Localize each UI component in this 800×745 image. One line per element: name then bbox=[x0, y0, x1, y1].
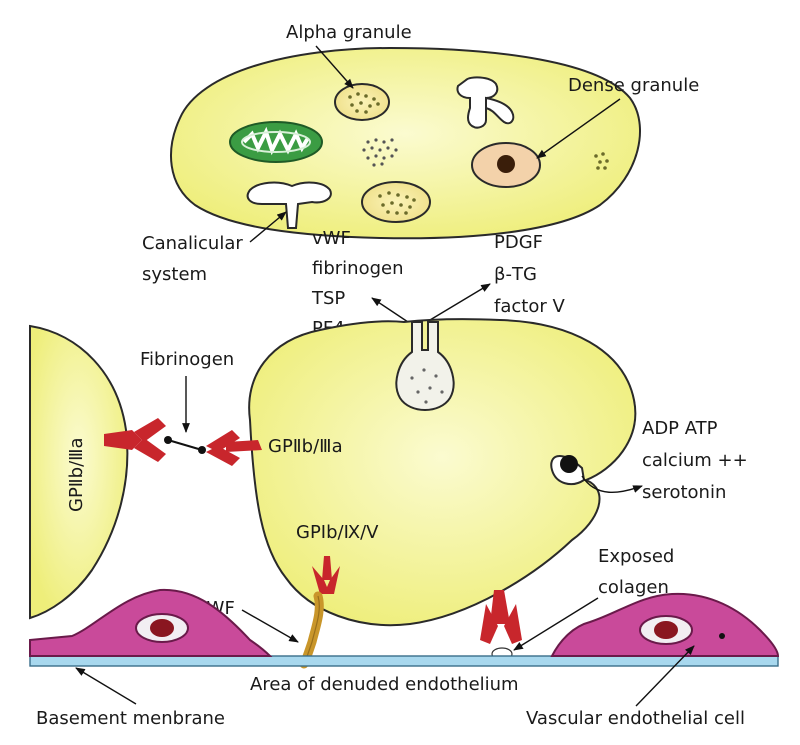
collagen-receptor bbox=[480, 590, 522, 644]
activated-platelet bbox=[248, 318, 637, 627]
vesicle-contents bbox=[410, 368, 444, 404]
arrow-exposed-collagen bbox=[513, 597, 599, 651]
gp2b3a-receptor-left bbox=[104, 418, 166, 462]
label-exposed-line1: Exposed bbox=[598, 546, 674, 567]
alpha-content-item: TSP bbox=[311, 288, 345, 309]
dense-content-item: factor V bbox=[494, 296, 565, 317]
dense-content-item: β-TG bbox=[494, 264, 537, 285]
arrow-endothelial bbox=[635, 645, 695, 707]
dense-core bbox=[560, 455, 578, 473]
canalicular-channel-upper bbox=[456, 76, 499, 129]
label-gp2b3a-right: GPⅡb/Ⅲa bbox=[268, 436, 343, 457]
label-alpha-granule: Alpha granule bbox=[286, 22, 412, 43]
alpha-granule-lower bbox=[361, 181, 431, 223]
adjacent-platelet: GPⅡb/Ⅲa bbox=[29, 324, 129, 620]
canalicular-channel-lower bbox=[246, 181, 332, 229]
label-dense-granule: Dense granule bbox=[568, 75, 699, 96]
glycogen-cluster bbox=[362, 138, 398, 167]
alpha-content-item: fibrinogen bbox=[312, 258, 404, 279]
label-canalicular-line2: system bbox=[142, 264, 207, 285]
resting-platelet: Alpha granule Dense granule Canalicular … bbox=[142, 22, 699, 285]
release-item: ADP ATP bbox=[642, 418, 718, 439]
alpha-content-item: vWF bbox=[312, 228, 351, 249]
mitochondrion bbox=[229, 121, 323, 163]
label-endothelial: Vascular endothelial cell bbox=[526, 708, 745, 729]
release-item: calcium ++ bbox=[642, 450, 748, 471]
arrow-vwf bbox=[241, 609, 299, 643]
dense-granule bbox=[471, 142, 541, 188]
basement-membrane bbox=[29, 655, 779, 667]
alpha-granule bbox=[334, 83, 390, 121]
arrow-alpha-granule bbox=[315, 45, 354, 89]
label-denuded: Area of denuded endothelium bbox=[250, 674, 519, 695]
arrow-canalicular bbox=[249, 211, 287, 243]
secretion-vesicle bbox=[395, 321, 455, 411]
endothelial-nucleolus-left bbox=[150, 619, 174, 637]
label-fibrinogen: Fibrinogen bbox=[140, 349, 234, 370]
dense-contents-list: PDGF β-TG factor V bbox=[494, 232, 565, 317]
canalicular-channel-upper-branch bbox=[485, 96, 515, 125]
gp2b3a-receptor-right bbox=[206, 430, 262, 466]
vessel-wall bbox=[29, 588, 780, 667]
vwf-stalk bbox=[299, 591, 324, 669]
label-exposed-line2: colagen bbox=[598, 577, 669, 598]
label-gp1b: GPIb/Ⅸ/Ⅴ bbox=[296, 522, 379, 543]
dense-content-item: PDGF bbox=[494, 232, 543, 253]
label-basement: Basement menbrane bbox=[36, 708, 225, 729]
arrow-dense-granule bbox=[536, 98, 621, 159]
arrow-basement bbox=[75, 667, 137, 705]
arrow-release bbox=[581, 475, 643, 494]
release-item: serotonin bbox=[642, 482, 726, 503]
fibrinogen-bridge bbox=[164, 436, 206, 454]
gp1b-receptor bbox=[312, 556, 340, 594]
glycogen-cluster-right bbox=[594, 152, 609, 170]
endothelial-nucleolus-right bbox=[654, 621, 678, 639]
label-gp2b3a-left: GPⅡb/Ⅲa bbox=[66, 437, 87, 512]
label-canalicular-line1: Canalicular bbox=[142, 233, 243, 254]
endothelial-granule bbox=[719, 633, 725, 639]
